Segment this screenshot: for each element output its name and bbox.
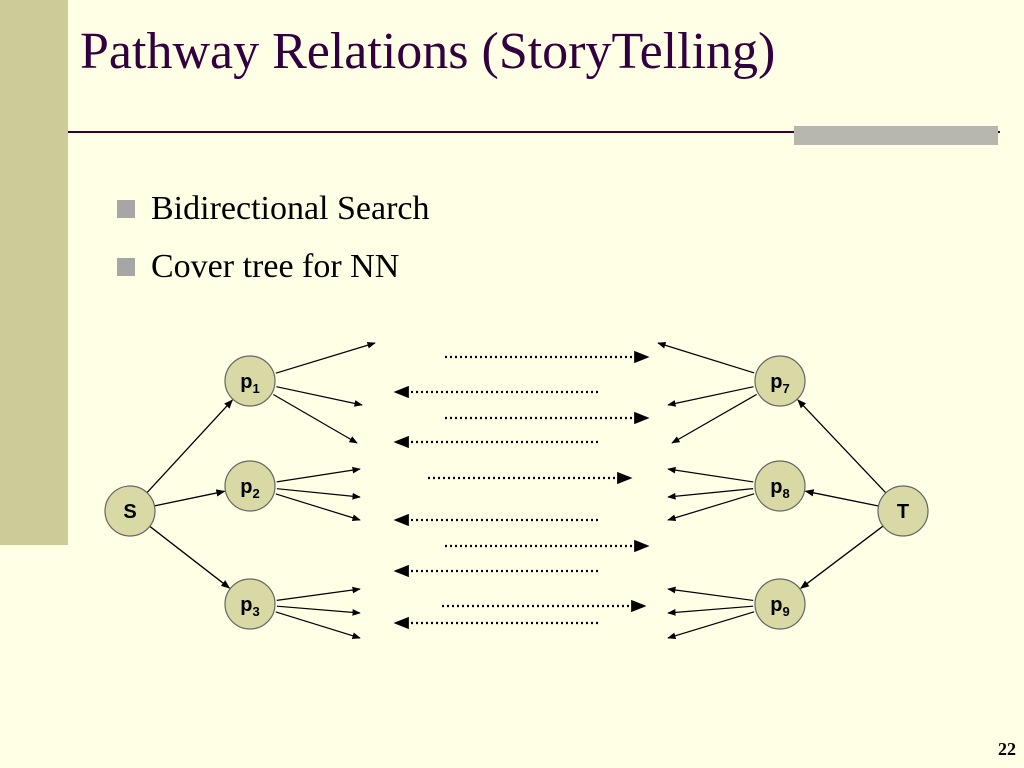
expansion-arrow-p3-1	[276, 586, 361, 601]
node-circle	[224, 578, 276, 630]
page-number: 22	[998, 739, 1016, 759]
square-bullet-icon	[117, 258, 135, 276]
node-p8: p8	[754, 460, 806, 512]
expansion-arrow-p7-1	[657, 342, 755, 374]
expansion-arrows-layer	[273, 341, 757, 640]
edge-S-p2	[154, 489, 226, 507]
left-accent-band	[0, 0, 68, 545]
node-S: S	[104, 485, 156, 537]
bullet-text: Cover tree for NN	[151, 248, 400, 285]
edge-T-p9	[800, 525, 884, 589]
expansion-arrow-p2-3	[275, 493, 361, 521]
node-p2: p2	[224, 460, 276, 512]
expansion-arrow-p7-3	[671, 393, 757, 444]
expansion-arrow-p1-3	[273, 394, 358, 444]
bullet-item: Cover tree for NN	[115, 244, 430, 302]
expansion-arrow-p2-2	[276, 488, 361, 500]
edge-S-p3	[149, 525, 231, 589]
expansion-arrow-p8-3	[667, 493, 755, 522]
node-label: p1	[240, 371, 259, 396]
expansion-arrow-p3-2	[276, 605, 361, 616]
node-label: T	[897, 501, 909, 523]
expansion-arrow-p3-3	[275, 611, 361, 639]
edges-layer	[146, 399, 887, 589]
expansion-arrow-p8-1	[667, 466, 754, 483]
node-label: p9	[770, 594, 789, 619]
dotted-arrows-layer	[393, 350, 650, 630]
expansion-arrow-p7-2	[667, 386, 754, 407]
node-circle	[104, 485, 156, 537]
bullet-item: Bidirectional Search	[115, 186, 430, 244]
expansion-arrow-p1-1	[275, 341, 376, 374]
node-label: p7	[770, 371, 789, 396]
edge-T-p8	[804, 489, 879, 507]
node-circle	[754, 578, 806, 630]
bullet-list: Bidirectional Search Cover tree for NN	[115, 186, 430, 302]
title-divider	[68, 131, 1000, 133]
title-divider-accent	[794, 126, 998, 145]
node-label: p2	[240, 476, 259, 501]
node-p1: p1	[224, 355, 276, 407]
expansion-arrow-p9-3	[667, 611, 755, 640]
expansion-arrow-p8-2	[667, 488, 754, 500]
node-label: p3	[240, 594, 259, 619]
edge-S-p1	[146, 399, 233, 494]
node-circle	[877, 485, 929, 537]
nodes-layer: S Tp1 p2 p3 p7 p8 p9	[104, 355, 929, 630]
expansion-arrow-p1-2	[276, 386, 363, 407]
square-bullet-icon	[117, 200, 135, 218]
slide-title: Pathway Relations (StoryTelling)	[80, 23, 776, 80]
node-circle	[754, 355, 806, 407]
node-p3: p3	[224, 578, 276, 630]
node-T: T	[877, 485, 929, 537]
bullet-text: Bidirectional Search	[151, 190, 430, 227]
expansion-arrow-p9-1	[667, 586, 754, 602]
node-circle	[224, 460, 276, 512]
expansion-arrow-p9-2	[667, 605, 754, 616]
expansion-arrow-p2-1	[276, 466, 361, 483]
node-circle	[224, 355, 276, 407]
node-circle	[754, 460, 806, 512]
node-p7: p7	[754, 355, 806, 407]
node-label: p8	[770, 476, 789, 501]
edge-T-p7	[797, 399, 887, 494]
node-label: S	[123, 501, 136, 523]
node-p9: p9	[754, 578, 806, 630]
